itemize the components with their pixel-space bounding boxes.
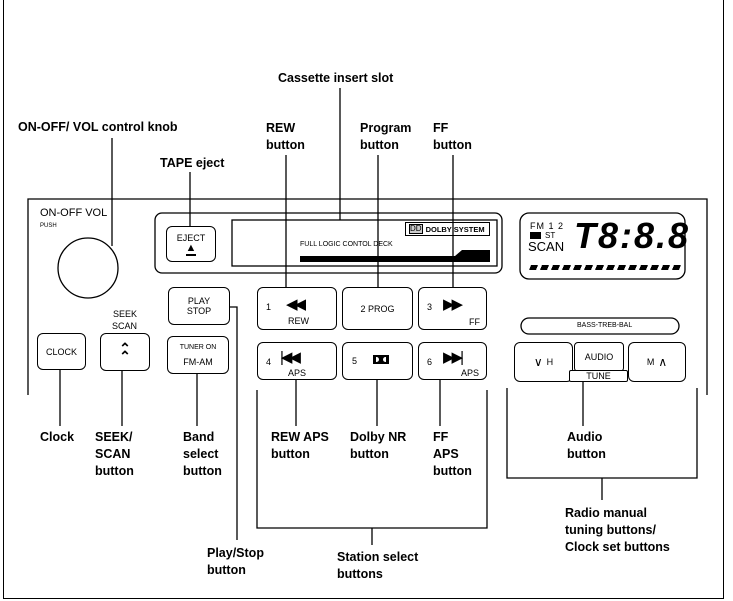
bracket-station	[256, 390, 488, 545]
callout-band: Band select button	[183, 430, 222, 478]
audio-button[interactable]: AUDIO	[574, 342, 624, 372]
cassette-slot	[231, 219, 498, 267]
minute-label: M	[646, 357, 655, 367]
leader-playstop	[230, 306, 238, 540]
radio-panel-outline	[27, 198, 708, 395]
preset-2-prog-button[interactable]: 2 PROG	[342, 287, 413, 330]
dolby-badge-text: DOLBY SYSTEM	[425, 224, 485, 234]
fast-forward-icon: ▶▶	[443, 296, 463, 313]
scan-label: SCAN	[112, 321, 138, 331]
seek-label: SEEK	[113, 309, 138, 319]
callout-tape-eject: TAPE eject	[160, 156, 225, 170]
deck-stripe	[300, 250, 490, 262]
figure-frame	[3, 0, 724, 599]
callout-seek-scan: SEEK/ SCAN button	[95, 430, 134, 478]
callout-program: Program button	[360, 121, 412, 152]
knob-label: ON-OFF VOL	[40, 207, 108, 219]
preset-4-sub: APS	[288, 368, 307, 378]
callout-ff-aps: FF APS button	[433, 430, 472, 478]
callout-audio: Audio button	[567, 430, 606, 461]
callout-clock: Clock	[40, 430, 75, 444]
stop-label: STOP	[186, 306, 212, 316]
play-label: PLAY	[187, 296, 211, 306]
skip-forward-icon: ▶▶|	[443, 349, 464, 366]
clock-label: CLOCK	[45, 346, 77, 357]
fm-am-label: FM-AM	[183, 357, 213, 367]
eject-button[interactable]: EJECT ▲	[166, 226, 216, 262]
callout-knob: ON-OFF/ VOL control knob	[18, 120, 178, 134]
hour-label: H	[546, 357, 554, 367]
dolby-nr-icon	[373, 355, 389, 364]
preset-2-label: 2 PROG	[360, 303, 395, 314]
display-level-bar	[529, 265, 681, 270]
fm-am-button[interactable]: TUNER ON FM-AM	[167, 336, 229, 374]
display-scan: SCAN	[528, 239, 565, 254]
skip-back-icon: |◀◀	[280, 349, 301, 366]
preset-3-sub: FF	[469, 317, 480, 327]
display-digits: T8:8.8	[574, 215, 691, 256]
tune-up-button[interactable]: M ∧	[628, 342, 686, 382]
chevron-down-icon: ∨	[533, 355, 543, 369]
double-chevron-up-icon: ⌃⌃	[119, 340, 131, 364]
deck-text: FULL LOGIC CONTOL DECK	[300, 241, 393, 248]
chevron-up-icon: ∧	[658, 355, 668, 369]
clock-button[interactable]: CLOCK	[37, 333, 86, 370]
preset-6-num: 6	[427, 357, 433, 367]
callout-rew-aps: REW APS button	[271, 430, 329, 461]
callout-cassette-slot: Cassette insert slot	[278, 71, 394, 85]
preset-5-num: 5	[352, 356, 358, 366]
knob-push-label: PUSH	[40, 223, 57, 229]
preset-4-rew-aps-button[interactable]: 4 |◀◀ APS	[257, 342, 337, 380]
rewind-icon: ◀◀	[286, 296, 306, 313]
eject-label: EJECT	[176, 232, 206, 243]
preset-1-sub: REW	[288, 316, 309, 326]
preset-3-num: 3	[427, 302, 433, 312]
play-stop-button[interactable]: PLAY STOP	[168, 287, 230, 325]
audio-label: AUDIO	[584, 352, 614, 362]
eject-icon: ▲	[185, 241, 197, 256]
callout-radio-manual: Radio manual tuning buttons/ Clock set b…	[565, 506, 670, 554]
dolby-indicator-icon	[530, 232, 541, 239]
cassette-housing	[154, 212, 503, 274]
volume-knob	[57, 237, 119, 299]
preset-5-dolby-button[interactable]: 5	[342, 342, 413, 380]
preset-1-num: 1	[266, 302, 272, 312]
display-fm-band: FM 1 2	[530, 221, 565, 231]
tune-down-button[interactable]: ∨ H	[514, 342, 573, 382]
callout-ff: FF button	[433, 121, 472, 152]
callout-rew: REW button	[266, 121, 305, 152]
preset-6-sub: APS	[461, 368, 480, 378]
preset-6-ff-aps-button[interactable]: 6 ▶▶| APS	[418, 342, 487, 380]
bass-treb-bal-bar	[520, 317, 680, 335]
display-window	[519, 212, 686, 280]
callout-station: Station select buttons	[337, 550, 419, 581]
tune-label-box: TUNE	[569, 370, 628, 382]
tuner-on-label: TUNER ON	[179, 344, 217, 351]
callout-play-stop: Play/Stop button	[207, 546, 264, 577]
dolby-icon: DD	[409, 224, 423, 234]
preset-4-num: 4	[266, 357, 272, 367]
preset-1-rew-button[interactable]: 1 ◀◀ REW	[257, 287, 337, 330]
display-stereo: ST	[545, 231, 556, 240]
dolby-system-badge: DD DOLBY SYSTEM	[405, 222, 490, 236]
callout-dolby: Dolby NR button	[350, 430, 407, 461]
bracket-radio-manual	[506, 388, 698, 500]
tune-label: TUNE	[586, 371, 611, 381]
bass-treb-bal-label[interactable]: BASS-TREB-BAL	[577, 322, 633, 329]
seek-scan-button[interactable]: ⌃⌃	[100, 333, 150, 371]
preset-3-ff-button[interactable]: 3 ▶▶ FF	[418, 287, 487, 330]
